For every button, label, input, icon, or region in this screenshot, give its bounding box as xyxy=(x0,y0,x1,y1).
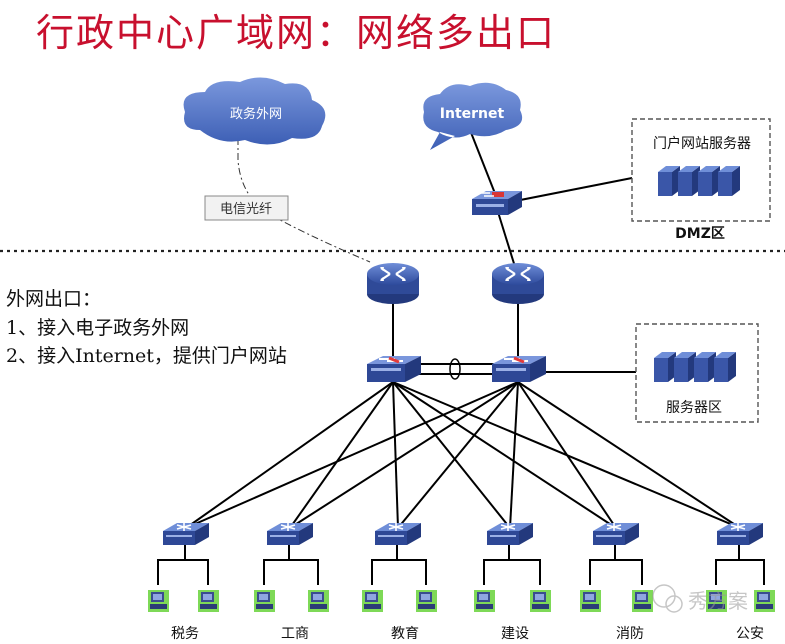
router-icon xyxy=(365,261,421,306)
note-line-2: 1、接入电子政务外网 xyxy=(6,317,190,339)
dmz-zone: 门户网站服务器 DMZ区 xyxy=(631,118,771,242)
firewall-icon xyxy=(472,191,522,215)
dmz-label: DMZ区 xyxy=(675,226,725,242)
department-label: 工商 xyxy=(281,626,309,642)
core-switch-icon xyxy=(490,354,548,384)
internet-cloud-label: Internet xyxy=(440,106,505,122)
note-line-3: 2、接入Internet，提供门户网站 xyxy=(6,345,287,367)
router-icon xyxy=(490,261,546,306)
pc-icon xyxy=(530,590,551,612)
gov-cloud: 政务外网 xyxy=(183,77,326,145)
pc-icon xyxy=(308,590,329,612)
pc-links xyxy=(157,545,765,585)
access-switch-icon xyxy=(486,522,534,546)
firewall-router-link xyxy=(497,211,517,271)
fiber-label-box: 电信光纤 xyxy=(204,195,289,221)
note-line-1: 外网出口： xyxy=(6,288,102,310)
pc-icon xyxy=(148,590,169,612)
dmz-server-rack-icon xyxy=(658,166,740,196)
pc-icon xyxy=(474,590,495,612)
pc-icon xyxy=(580,590,601,612)
access-switch-icon xyxy=(374,522,422,546)
server-zone: 服务器区 xyxy=(635,323,759,423)
pc-icon xyxy=(754,590,775,612)
internet-cloud: Internet xyxy=(423,82,523,150)
department-label: 公安 xyxy=(736,626,764,642)
internet-firewall-link xyxy=(469,129,497,197)
department-label: 教育 xyxy=(391,626,419,642)
server-rack-icon xyxy=(654,352,736,382)
fiber-label: 电信光纤 xyxy=(220,202,272,217)
pc-icon xyxy=(254,590,275,612)
link-aggregation-mark xyxy=(449,358,461,380)
core-switch-icon xyxy=(365,354,423,384)
access-switch-icon xyxy=(592,522,640,546)
pc-icon xyxy=(416,590,437,612)
gov-cloud-label: 政务外网 xyxy=(230,106,282,122)
department-label: 建设 xyxy=(501,626,529,642)
pc-icon xyxy=(362,590,383,612)
department-label: 税务 xyxy=(171,626,199,642)
pc-icon xyxy=(198,590,219,612)
watermark: 秀方案 xyxy=(652,584,748,613)
department-label: 消防 xyxy=(616,626,644,642)
watermark-text: 秀方案 xyxy=(688,589,748,613)
access-switch-icon xyxy=(162,522,210,546)
access-switch-icon xyxy=(716,522,764,546)
dmz-server-label: 门户网站服务器 xyxy=(653,135,751,152)
server-zone-label: 服务器区 xyxy=(666,400,722,416)
access-links xyxy=(185,381,741,529)
pc-icon xyxy=(632,590,653,612)
page-title: 行政中心广域网：网络多出口 xyxy=(36,11,557,55)
access-switch-icon xyxy=(266,522,314,546)
